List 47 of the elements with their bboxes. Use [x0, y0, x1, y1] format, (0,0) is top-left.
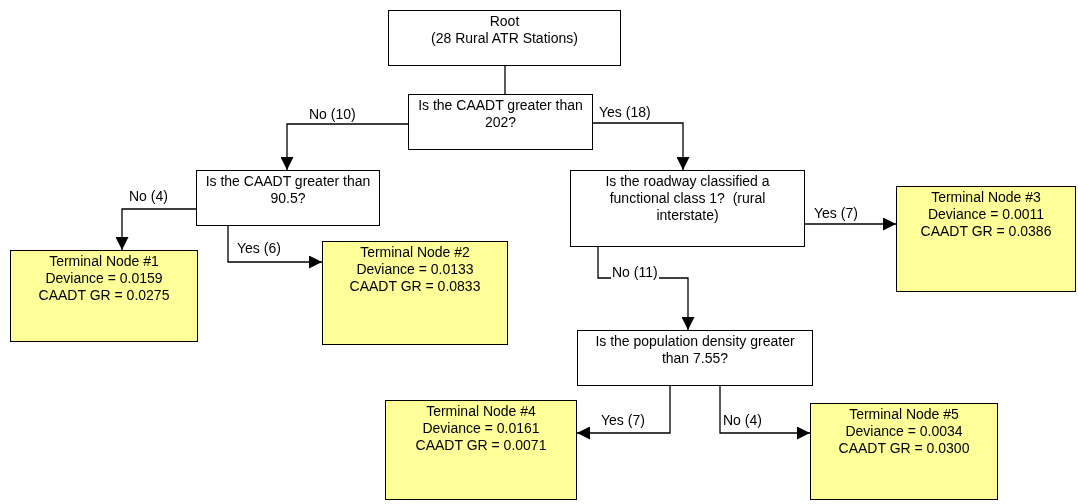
decision-box [570, 170, 805, 247]
decision-box [408, 94, 593, 150]
node-text: Is the roadway classified a functional class 1? (rural interstate) [604, 173, 771, 224]
connector-line [504, 65, 506, 95]
node-stat: CAADT GR = 0.0300 [837, 440, 971, 457]
arrow [719, 385, 811, 440]
decision-box [388, 10, 621, 66]
edge-label: No (10) [308, 106, 357, 122]
edge-label: No (4) [128, 188, 169, 204]
edge-label: Yes (7) [813, 205, 859, 221]
node-stat: CAADT GR = 0.0386 [919, 223, 1053, 240]
node-stat: Deviance = 0.0133 [355, 261, 475, 278]
arrow [804, 217, 897, 231]
decision-box [196, 170, 380, 226]
node-title: Terminal Node #5 [848, 406, 960, 423]
arrow [280, 123, 409, 171]
edge-label: No (11) [611, 264, 659, 280]
terminal-node-box [322, 241, 508, 345]
node-title: Terminal Node #3 [930, 189, 1042, 206]
node-subtext: (28 Rural ATR Stations) [430, 30, 579, 47]
node-stat: CAADT GR = 0.0275 [37, 287, 171, 304]
edge-label: No (4) [722, 412, 763, 428]
node-title: Terminal Node #2 [359, 244, 471, 261]
arrow [227, 225, 323, 269]
terminal-node-box [896, 186, 1076, 292]
terminal-node-box [810, 403, 998, 500]
decision-box [577, 330, 813, 386]
node-title: Terminal Node #4 [425, 403, 537, 420]
node-text: Is the CAADT greater than 202? [417, 97, 584, 131]
node-title: Terminal Node #1 [48, 253, 160, 270]
arrow [592, 122, 690, 171]
node-text: Is the population density greater than 7.55? [594, 333, 796, 367]
edge-label: Yes (7) [600, 412, 646, 428]
node-stat: CAADT GR = 0.0071 [414, 437, 548, 454]
node-text: Is the CAADT greater than 90.5? [204, 173, 372, 207]
terminal-node-box [10, 250, 198, 342]
arrow [576, 385, 671, 440]
node-stat: Deviance = 0.0161 [421, 420, 541, 437]
node-stat: Deviance = 0.0011 [926, 206, 1046, 223]
node-stat: Deviance = 0.0159 [44, 270, 164, 287]
node-text: Root [488, 13, 521, 30]
terminal-node-box [385, 400, 577, 500]
edge-label: Yes (18) [598, 104, 652, 120]
edge-label: Yes (6) [236, 240, 282, 256]
node-stat: Deviance = 0.0034 [844, 423, 964, 440]
node-stat: CAADT GR = 0.0833 [348, 278, 482, 295]
arrow [115, 208, 197, 251]
